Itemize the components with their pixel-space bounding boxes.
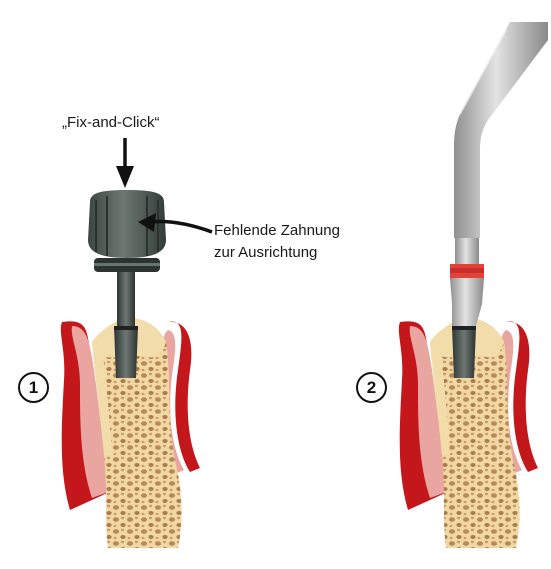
arrow-down-icon [116,138,134,188]
instrument-handle [454,22,548,238]
instrument-tip [450,278,484,326]
step-badge-1: 1 [18,372,49,403]
missing-teeth-label-line1: Fehlende Zahnung [214,221,340,241]
fix-and-click-label: „Fix-and-Click“ [62,113,160,133]
step-badge-2: 2 [356,372,387,403]
instrument-neck [455,238,479,264]
implant-shaft-1 [117,270,135,326]
insertion-instrument [450,22,548,326]
implant-body-2 [452,326,476,378]
implant-1 [114,270,138,378]
implant-2 [452,326,476,378]
missing-teeth-label-line2: zur Ausrichtung [214,243,317,263]
implant-body-1 [114,326,138,378]
fix-and-click-cap [88,190,166,272]
